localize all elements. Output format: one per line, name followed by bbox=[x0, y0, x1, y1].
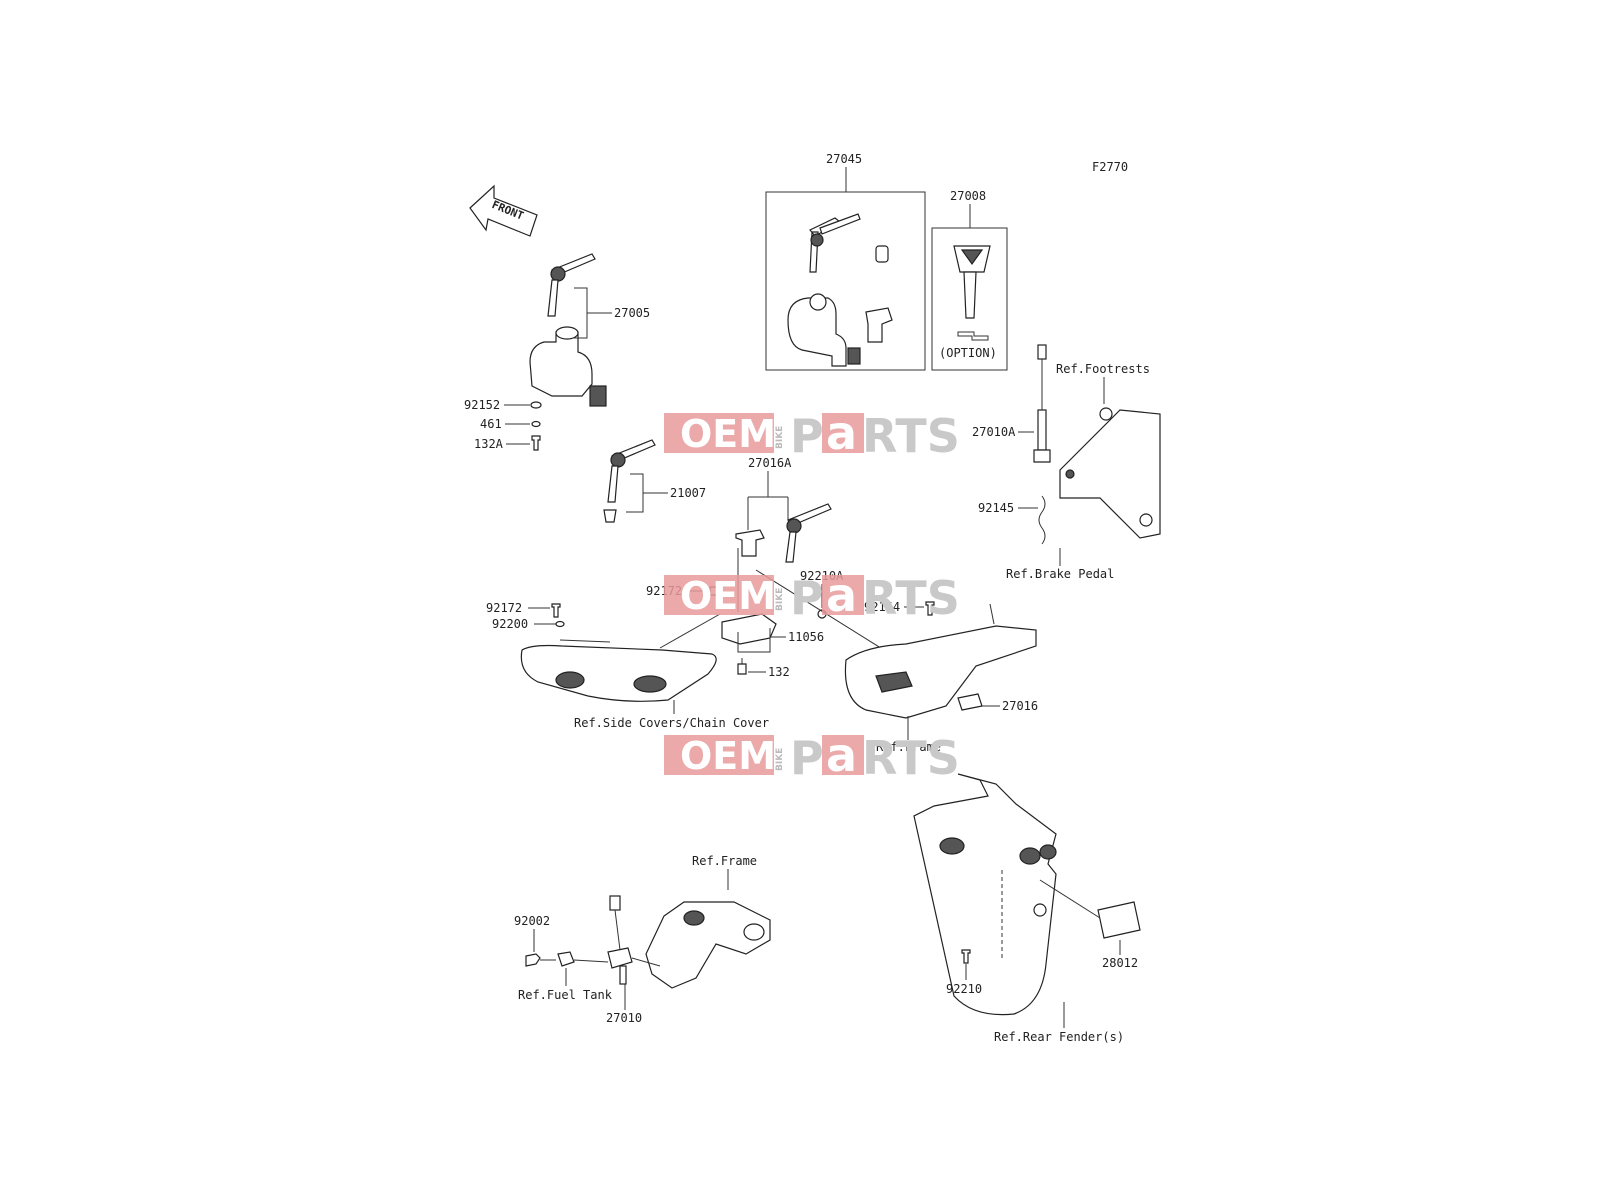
svg-text:BIKE: BIKE bbox=[775, 426, 785, 449]
diagram-code: F2770 bbox=[1092, 160, 1128, 174]
label-92172-b[interactable]: 92172 bbox=[486, 601, 522, 615]
frame-mount-icon bbox=[645, 901, 771, 989]
bolt-92002-icon bbox=[525, 953, 541, 967]
leader-27005 bbox=[574, 287, 612, 339]
leader-27008 bbox=[931, 204, 1008, 371]
label-92210[interactable]: 92210 bbox=[946, 982, 982, 996]
label-27010[interactable]: 27010 bbox=[606, 1011, 642, 1025]
label-21007[interactable]: 21007 bbox=[670, 486, 706, 500]
nut-92210-icon bbox=[961, 949, 971, 964]
ref-rear-fender[interactable]: Ref.Rear Fender(s) bbox=[994, 1030, 1124, 1044]
bracket-11056-icon bbox=[721, 613, 777, 645]
side-cover-icon bbox=[520, 613, 721, 702]
label-27045[interactable]: 27045 bbox=[826, 152, 862, 166]
front-arrow-icon: FRONT bbox=[469, 184, 538, 237]
label-27016A[interactable]: 27016A bbox=[748, 456, 792, 470]
label-132[interactable]: 132 bbox=[768, 665, 790, 679]
svg-text:a: a bbox=[826, 568, 857, 622]
stay-27016-icon bbox=[957, 693, 983, 711]
switch-27010-icon bbox=[607, 895, 661, 985]
svg-text:OEM: OEM bbox=[680, 412, 776, 456]
ref-footrests[interactable]: Ref.Footrests bbox=[1056, 362, 1150, 376]
svg-text:RTS: RTS bbox=[862, 731, 960, 785]
svg-text:P: P bbox=[790, 731, 824, 785]
label-132A[interactable]: 132A bbox=[474, 437, 504, 451]
screw-92172-b-icon bbox=[551, 603, 561, 618]
bolt-132A-icon bbox=[531, 435, 541, 451]
label-92002[interactable]: 92002 bbox=[514, 914, 550, 928]
bolt-92154-icon bbox=[925, 601, 935, 616]
washer-92152-icon bbox=[530, 401, 542, 409]
key-set-27045-icon bbox=[787, 213, 893, 367]
label-92152[interactable]: 92152 bbox=[464, 398, 500, 412]
ref-frame1[interactable]: Ref.Frame bbox=[876, 740, 941, 754]
svg-text:a: a bbox=[826, 728, 857, 782]
svg-text:OEM: OEM bbox=[680, 734, 776, 778]
ignition-switch-27005-icon bbox=[529, 326, 607, 407]
spring-92145-icon bbox=[1038, 495, 1046, 545]
key-21007-icon bbox=[607, 439, 656, 503]
svg-text:P: P bbox=[790, 409, 824, 463]
leader-11056 bbox=[737, 628, 786, 653]
svg-text:a: a bbox=[826, 406, 857, 460]
reflector-28012-icon bbox=[1097, 901, 1141, 939]
label-28012[interactable]: 28012 bbox=[1102, 956, 1138, 970]
ref-brake-pedal[interactable]: Ref.Brake Pedal bbox=[1006, 567, 1114, 581]
label-27005[interactable]: 27005 bbox=[614, 306, 650, 320]
leader-clamp-switch bbox=[573, 959, 609, 963]
bolt-132-icon bbox=[737, 663, 747, 675]
key-27016A-icon bbox=[785, 503, 832, 563]
washer-92200-icon bbox=[555, 620, 565, 628]
watermark-1: OEM BIKE P a RTS bbox=[664, 406, 960, 463]
option-label: (OPTION) bbox=[939, 346, 997, 360]
label-27008[interactable]: 27008 bbox=[950, 189, 986, 203]
washer-461-icon bbox=[531, 420, 541, 428]
ref-side-covers[interactable]: Ref.Side Covers/Chain Cover bbox=[574, 716, 769, 730]
watermark-3: OEM BIKE P a RTS bbox=[664, 728, 960, 785]
leader-21007 bbox=[626, 473, 668, 513]
svg-text:RTS: RTS bbox=[862, 571, 960, 625]
footrest-bracket-icon bbox=[1059, 407, 1161, 539]
cylinder-21007-icon bbox=[603, 509, 617, 523]
svg-text:P: P bbox=[790, 571, 824, 625]
svg-text:OEM: OEM bbox=[680, 574, 776, 618]
ref-fuel-tank[interactable]: Ref.Fuel Tank bbox=[518, 988, 613, 1002]
ref-frame2[interactable]: Ref.Frame bbox=[692, 854, 757, 868]
svg-text:BIKE: BIKE bbox=[775, 748, 785, 771]
label-27016[interactable]: 27016 bbox=[1002, 699, 1038, 713]
leader-27016A bbox=[747, 471, 789, 530]
label-92145[interactable]: 92145 bbox=[978, 501, 1014, 515]
leader-27045 bbox=[765, 167, 926, 371]
key-27005-icon bbox=[547, 253, 596, 317]
key-27008-icon bbox=[953, 245, 991, 341]
clamp-icon bbox=[557, 951, 575, 967]
watermark-2: OEM BIKE P a RTS bbox=[664, 568, 960, 625]
label-92200[interactable]: 92200 bbox=[492, 617, 528, 631]
frame-bracket-icon bbox=[844, 603, 1037, 719]
svg-text:RTS: RTS bbox=[862, 409, 960, 463]
label-11056[interactable]: 11056 bbox=[788, 630, 824, 644]
lock-cylinder-27016A-icon bbox=[735, 529, 765, 557]
rear-fender-icon bbox=[913, 773, 1057, 1016]
switch-27010A-icon bbox=[1033, 344, 1051, 463]
svg-text:BIKE: BIKE bbox=[775, 588, 785, 611]
label-27010A[interactable]: 27010A bbox=[972, 425, 1016, 439]
label-92154[interactable]: 92154 bbox=[864, 600, 900, 614]
leader-reflector bbox=[1039, 879, 1101, 919]
label-461[interactable]: 461 bbox=[480, 417, 502, 431]
